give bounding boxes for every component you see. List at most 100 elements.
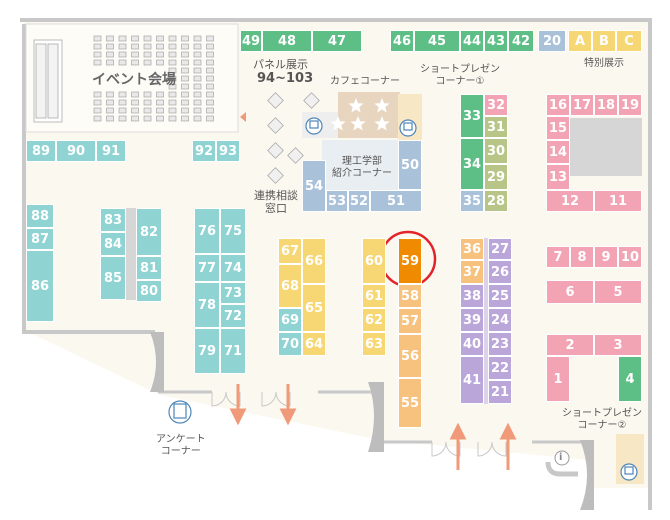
- booth-37[interactable]: 37: [460, 260, 484, 284]
- booth-84[interactable]: 84: [100, 232, 126, 256]
- booth-41[interactable]: 41: [460, 356, 484, 404]
- booth-19[interactable]: 19: [618, 94, 642, 116]
- booth-90[interactable]: 90: [56, 140, 96, 162]
- booth-30[interactable]: 30: [484, 138, 508, 164]
- booth-26[interactable]: 26: [488, 260, 512, 284]
- booth-11[interactable]: 11: [594, 190, 642, 212]
- booth-17[interactable]: 17: [570, 94, 594, 116]
- booth-45[interactable]: 45: [414, 30, 460, 52]
- booth-51[interactable]: 51: [370, 190, 422, 212]
- booth-93[interactable]: 93: [216, 140, 240, 162]
- booth-38[interactable]: 38: [460, 284, 484, 308]
- booth-7[interactable]: 7: [546, 246, 570, 268]
- booth-76[interactable]: 76: [194, 208, 220, 254]
- booth-81[interactable]: 81: [136, 256, 162, 280]
- booth-70[interactable]: 70: [278, 332, 302, 356]
- booth-79[interactable]: 79: [194, 328, 220, 374]
- booth-39[interactable]: 39: [460, 308, 484, 332]
- booth-64[interactable]: 64: [302, 332, 326, 356]
- booth-22[interactable]: 22: [488, 356, 512, 380]
- booth-2[interactable]: 2: [546, 334, 594, 356]
- booth-16[interactable]: 16: [546, 94, 570, 116]
- booth-66[interactable]: 66: [302, 238, 326, 284]
- booth-42[interactable]: 42: [508, 30, 534, 52]
- booth-44[interactable]: 44: [460, 30, 484, 52]
- booth-24[interactable]: 24: [488, 308, 512, 332]
- booth-74[interactable]: 74: [220, 254, 246, 282]
- booth-6[interactable]: 6: [546, 280, 594, 304]
- booth-68[interactable]: 68: [278, 264, 302, 308]
- booth-34[interactable]: 34: [460, 138, 484, 190]
- booth-29[interactable]: 29: [484, 164, 508, 190]
- booth-92[interactable]: 92: [192, 140, 216, 162]
- booth-33[interactable]: 33: [460, 94, 484, 138]
- booth-48[interactable]: 48: [262, 30, 312, 52]
- booth-1[interactable]: 1: [546, 356, 570, 402]
- booth-35[interactable]: 35: [460, 190, 484, 212]
- booth-43[interactable]: 43: [484, 30, 508, 52]
- booth-a[interactable]: A: [568, 30, 592, 52]
- info-icon: i: [559, 452, 563, 463]
- booth-72[interactable]: 72: [220, 304, 246, 328]
- booth-58[interactable]: 58: [398, 284, 422, 308]
- booth-52[interactable]: 52: [348, 190, 370, 212]
- booth-53[interactable]: 53: [326, 190, 348, 212]
- booth-21[interactable]: 21: [488, 380, 512, 404]
- wall-pillar: [368, 382, 384, 452]
- booth-85[interactable]: 85: [100, 256, 126, 300]
- booth-67[interactable]: 67: [278, 238, 302, 264]
- booth-91[interactable]: 91: [96, 140, 126, 162]
- booth-3[interactable]: 3: [594, 334, 642, 356]
- booth-78[interactable]: 78: [194, 282, 220, 328]
- booth-82[interactable]: 82: [136, 208, 162, 256]
- booth-15[interactable]: 15: [546, 116, 570, 140]
- booth-c[interactable]: C: [616, 30, 642, 52]
- booth-62[interactable]: 62: [362, 308, 386, 332]
- booth-40[interactable]: 40: [460, 332, 484, 356]
- special-display-area: [568, 118, 642, 176]
- booth-31[interactable]: 31: [484, 116, 508, 138]
- booth-65[interactable]: 65: [302, 284, 326, 332]
- booth-b[interactable]: B: [592, 30, 616, 52]
- booth-8[interactable]: 8: [570, 246, 594, 268]
- booth-80[interactable]: 80: [136, 280, 162, 302]
- booth-61[interactable]: 61: [362, 284, 386, 308]
- booth-75[interactable]: 75: [220, 208, 246, 254]
- booth-4[interactable]: 4: [618, 356, 642, 402]
- booth-28[interactable]: 28: [484, 190, 508, 212]
- booth-46[interactable]: 46: [390, 30, 414, 52]
- booth-86[interactable]: 86: [26, 250, 54, 322]
- booth-47[interactable]: 47: [312, 30, 362, 52]
- booth-50[interactable]: 50: [398, 140, 422, 190]
- booth-87[interactable]: 87: [26, 228, 54, 250]
- booth-56[interactable]: 56: [398, 334, 422, 378]
- booth-5[interactable]: 5: [594, 280, 642, 304]
- booth-69[interactable]: 69: [278, 308, 302, 332]
- booth-18[interactable]: 18: [594, 94, 618, 116]
- booth-27[interactable]: 27: [488, 238, 512, 260]
- booth-59[interactable]: 59: [398, 238, 422, 284]
- booth-12[interactable]: 12: [546, 190, 594, 212]
- booth-60[interactable]: 60: [362, 238, 386, 284]
- booth-55[interactable]: 55: [398, 378, 422, 428]
- booth-89[interactable]: 89: [26, 140, 56, 162]
- booth-57[interactable]: 57: [398, 308, 422, 334]
- booth-63[interactable]: 63: [362, 332, 386, 356]
- booth-73[interactable]: 73: [220, 282, 246, 304]
- event-hall-seating: [33, 39, 63, 123]
- booth-77[interactable]: 77: [194, 254, 220, 282]
- booth-25[interactable]: 25: [488, 284, 512, 308]
- booth-88[interactable]: 88: [26, 204, 54, 228]
- booth-20[interactable]: 20: [538, 30, 566, 52]
- booth-32[interactable]: 32: [484, 94, 508, 116]
- booth-13[interactable]: 13: [546, 164, 570, 190]
- booth-10[interactable]: 10: [618, 246, 642, 268]
- booth-54[interactable]: 54: [302, 160, 326, 212]
- booth-23[interactable]: 23: [488, 332, 512, 356]
- booth-49[interactable]: 49: [240, 30, 262, 52]
- booth-83[interactable]: 83: [100, 208, 126, 232]
- booth-9[interactable]: 9: [594, 246, 618, 268]
- booth-36[interactable]: 36: [460, 238, 484, 260]
- booth-71[interactable]: 71: [220, 328, 246, 374]
- booth-14[interactable]: 14: [546, 140, 570, 164]
